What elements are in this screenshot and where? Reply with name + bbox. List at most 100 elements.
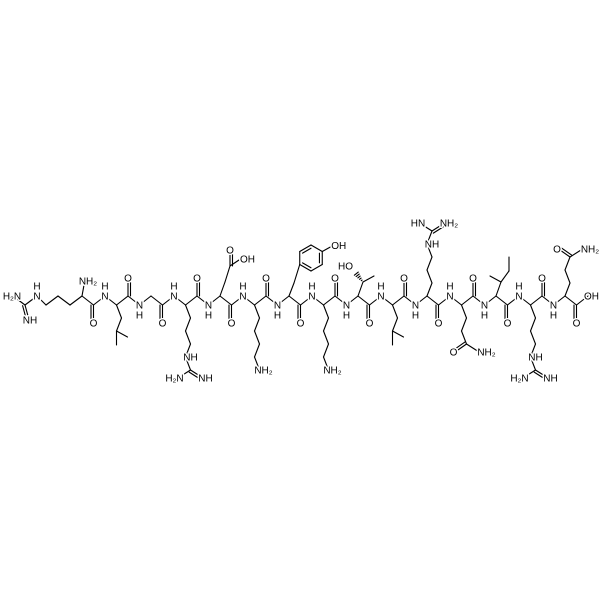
bond (288, 282, 295, 297)
atom-label-h: H (377, 282, 384, 293)
backbone-bond (322, 295, 336, 306)
atom-label-n: N (33, 292, 40, 303)
atom-label-h: H (205, 311, 212, 322)
backbone-bond (334, 295, 348, 306)
bond (224, 265, 231, 283)
ring-double-bond (302, 247, 312, 254)
atom-label-o: O (553, 245, 561, 256)
backbone-bond (276, 295, 290, 306)
atom-label-o: O (435, 319, 443, 330)
ring-bond (310, 263, 323, 272)
bond (69, 295, 83, 306)
atom-label-n: N (274, 301, 281, 312)
bond (24, 295, 38, 306)
bond (229, 259, 240, 267)
double-bond (188, 371, 201, 380)
backbone-bond (311, 295, 325, 306)
bond (321, 245, 332, 253)
bond (253, 317, 261, 332)
bond (529, 317, 537, 332)
bond (253, 343, 261, 358)
backbone-bond (184, 295, 198, 306)
bond (357, 281, 364, 297)
atom-label-n: N (515, 292, 522, 303)
bond (426, 282, 433, 297)
bond (184, 330, 192, 345)
atom-label-o: O (262, 274, 270, 285)
backbone-bond (495, 295, 509, 306)
atom-label-h: H (239, 282, 246, 293)
bond (45, 295, 59, 306)
bond (322, 317, 330, 332)
bond (184, 317, 192, 332)
atom-label-nh2: NH₂ (323, 366, 341, 377)
bond (322, 343, 330, 358)
backbone-bond (391, 295, 405, 306)
atom-label-h: H (274, 311, 281, 322)
double-bond (431, 223, 444, 232)
atom-label-n: N (550, 301, 557, 312)
bond (426, 269, 433, 284)
bond (465, 343, 479, 352)
bond (36, 295, 47, 306)
bond (362, 275, 375, 283)
backbone-bond (483, 295, 497, 306)
bond (253, 330, 261, 345)
double-bond (559, 249, 571, 258)
double-bond (24, 304, 29, 317)
atom-label-o: O (331, 274, 339, 285)
double-bond (533, 371, 546, 380)
atom-label-h: H (412, 311, 419, 322)
atom-label-nh: NH (23, 316, 37, 327)
ring-bond (310, 244, 323, 253)
atom-label-n: N (412, 301, 419, 312)
double-bond (189, 369, 203, 378)
bond (322, 330, 330, 345)
bond (57, 295, 71, 306)
atom-label-o: O (193, 274, 201, 285)
backbone-bond (449, 295, 463, 306)
bond (564, 256, 571, 271)
atom-labels: NHNHNHNHNHNHNHNHNHNHNHNHNHNHOOOOOOOOOOOO… (1, 217, 600, 386)
atom-label-hn: HN (411, 219, 425, 230)
bond (178, 369, 192, 378)
bond (253, 356, 261, 371)
atom-label-h: H (446, 282, 453, 293)
bond (564, 269, 571, 284)
bond (460, 304, 468, 319)
atom-label-o: O (226, 246, 234, 257)
backbone-bond (460, 295, 474, 306)
atom-label-o: O (450, 348, 458, 359)
atom-label-o: O (124, 274, 132, 285)
backbone-bond (506, 295, 520, 306)
double-bond (534, 369, 548, 378)
bond (184, 304, 192, 319)
bond (569, 249, 582, 258)
atom-label-h2n: H₂N (510, 374, 528, 385)
bond (253, 304, 261, 319)
bond (529, 356, 537, 371)
double-bond (560, 247, 572, 256)
backbone-bond (115, 295, 129, 306)
ring-double-bond (302, 262, 312, 269)
backbone-bond (299, 295, 313, 306)
atom-label-h: H (33, 282, 40, 293)
atom-label-n: N (136, 301, 143, 312)
backbone-bond (552, 295, 566, 306)
atom-label-n: N (446, 292, 453, 303)
atom-label-n: N (205, 301, 212, 312)
atom-label-nh: NH (425, 240, 439, 251)
atom-label-n: N (377, 292, 384, 303)
atom-label-nh2: NH₂ (581, 245, 599, 256)
bond (184, 343, 192, 358)
atom-label-o: O (297, 319, 305, 330)
bond (420, 223, 433, 232)
bond (293, 263, 301, 284)
backbone-bond (230, 295, 244, 306)
bond (529, 330, 537, 345)
double-bond (454, 341, 466, 350)
bond (391, 304, 399, 319)
atom-label-n: N (308, 292, 315, 303)
backbone-bond (104, 295, 118, 306)
